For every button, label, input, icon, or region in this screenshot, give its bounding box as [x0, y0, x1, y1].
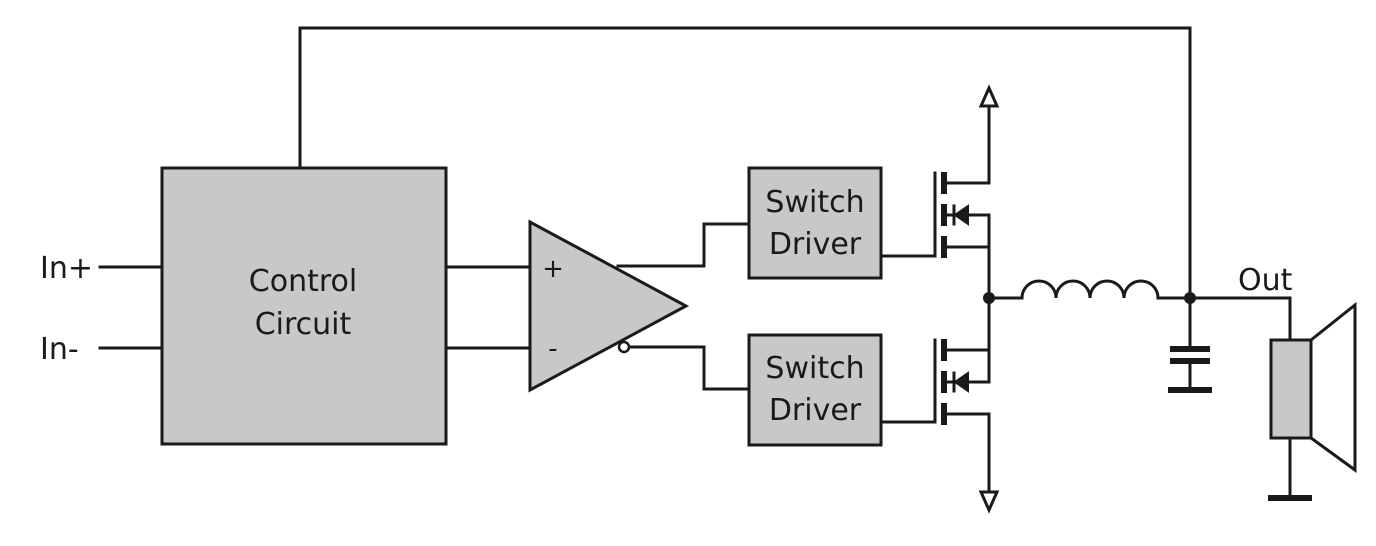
- switch-driver-bottom-label-line1: Switch: [765, 351, 864, 386]
- opamp-plus-sign: +: [542, 254, 564, 284]
- driver-bottom-to-gate-wire: [879, 338, 937, 424]
- control-circuit-block: [160, 166, 448, 446]
- high-side-mosfet: [933, 108, 991, 258]
- speaker: [1268, 301, 1357, 501]
- inductor: [987, 279, 1192, 300]
- supply-down-arrow: [978, 490, 1000, 514]
- switch-driver-top-label-line2: Driver: [769, 227, 862, 262]
- driver-top-to-gate-wire: [879, 171, 937, 258]
- output-wire: [1188, 296, 1292, 342]
- switch-driver-top-label-line1: Switch: [765, 185, 864, 220]
- control-circuit-label-line1: Control: [249, 264, 357, 299]
- feedback-wire: [298, 26, 1192, 300]
- switch-driver-bottom-label-line2: Driver: [769, 393, 862, 428]
- output-label: Out: [1238, 263, 1293, 298]
- supply-up-arrow: [978, 84, 1000, 108]
- inverting-output-bubble: [617, 340, 631, 354]
- control-circuit-label-line2: Circuit: [255, 307, 352, 342]
- output-capacitor: [1168, 296, 1212, 393]
- opamp-to-driver-bottom-wire: [628, 345, 751, 391]
- opamp-minus-sign: -: [548, 334, 557, 364]
- input-minus-label: In-: [40, 332, 79, 367]
- switch-driver-bottom-block: [747, 333, 883, 447]
- opamp-to-driver-top-wire: [616, 222, 751, 268]
- switch-driver-top-block: [747, 166, 883, 280]
- input-plus-label: In+: [40, 251, 93, 286]
- low-side-mosfet: [933, 338, 991, 492]
- comparator-triangle: [528, 219, 690, 393]
